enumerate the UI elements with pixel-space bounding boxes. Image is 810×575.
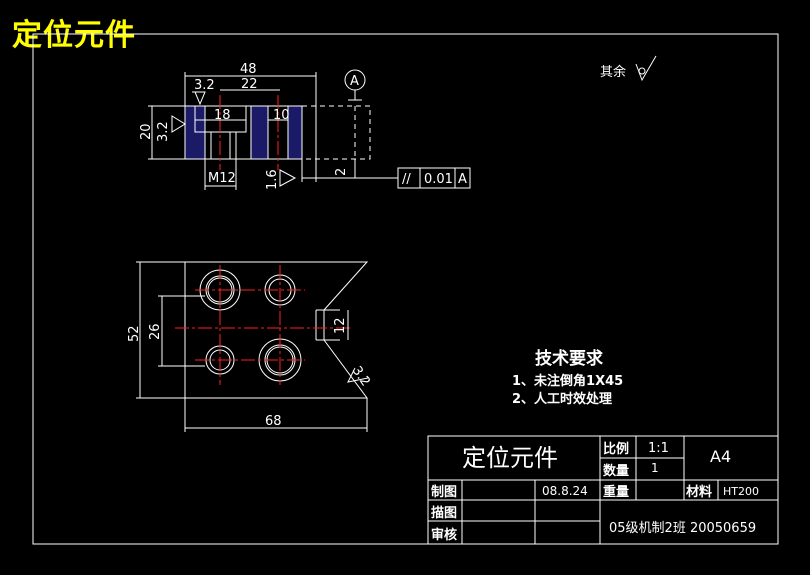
rough-vee: 3.2 (349, 364, 373, 390)
drawing-frame (32, 33, 779, 545)
tol-datum: A (458, 172, 467, 187)
tb-material-value: HT200 (723, 485, 759, 498)
tb-size: A4 (710, 447, 731, 466)
title-block: 定位元件 比例 1:1 数量 1 A4 制图 08.8.24 重量 材料 HT2… (427, 435, 779, 545)
tb-qty-value: 1 (651, 461, 659, 475)
dim-10: 10 (273, 108, 290, 123)
rough-left: 3.2 (156, 121, 171, 142)
dim-18: 18 (214, 108, 231, 123)
tb-qty-label: 数量 (603, 463, 629, 479)
dim-68: 68 (265, 414, 282, 429)
roughness-note: 其余 (600, 64, 626, 80)
dim-22: 22 (241, 77, 258, 92)
dim-26: 26 (148, 323, 163, 340)
tb-class-id: 05级机制2班 20050659 (609, 521, 756, 536)
tech-item-1: 1、未注倒角1X45 (512, 373, 623, 389)
front-view: 48 22 3.2 18 10 20 3.2 M12 1.6 2 (139, 62, 471, 190)
hatch-right (287, 105, 303, 160)
tb-weight-label: 重量 (603, 484, 629, 500)
dim-20: 20 (139, 123, 154, 140)
break-region (302, 105, 371, 160)
tolerance-frame (397, 167, 471, 189)
dim-m12: M12 (208, 171, 236, 186)
rough-1-6: 1.6 (265, 169, 280, 190)
dim-52: 52 (127, 325, 142, 342)
tb-checked-label: 审核 (431, 527, 457, 543)
tol-symbol: // (402, 172, 411, 187)
dim-48: 48 (240, 62, 257, 77)
tb-drawn-label: 制图 (431, 484, 457, 500)
hatch-middle (250, 105, 269, 160)
tech-item-2: 2、人工时效处理 (512, 391, 612, 407)
tech-requirements: 技术要求 1、未注倒角1X45 2、人工时效处理 (512, 348, 623, 407)
tb-traced-label: 描图 (431, 505, 457, 521)
front-outline (184, 105, 303, 160)
dim-2: 2 (334, 168, 349, 176)
rough-top: 3.2 (194, 78, 215, 93)
rough-symbol (635, 55, 657, 82)
tb-scale-label: 比例 (603, 441, 629, 457)
datum-label: A (350, 74, 359, 89)
tb-material-label: 材料 (686, 484, 712, 500)
tech-heading: 技术要求 (535, 348, 603, 369)
tb-scale-value: 1:1 (648, 441, 669, 456)
dim-12: 12 (333, 317, 348, 334)
tb-name: 定位元件 (462, 444, 558, 472)
tol-value: 0.01 (424, 172, 453, 187)
tb-date: 08.8.24 (542, 484, 588, 498)
top-view: 52 26 12 3.2 68 (127, 261, 373, 432)
